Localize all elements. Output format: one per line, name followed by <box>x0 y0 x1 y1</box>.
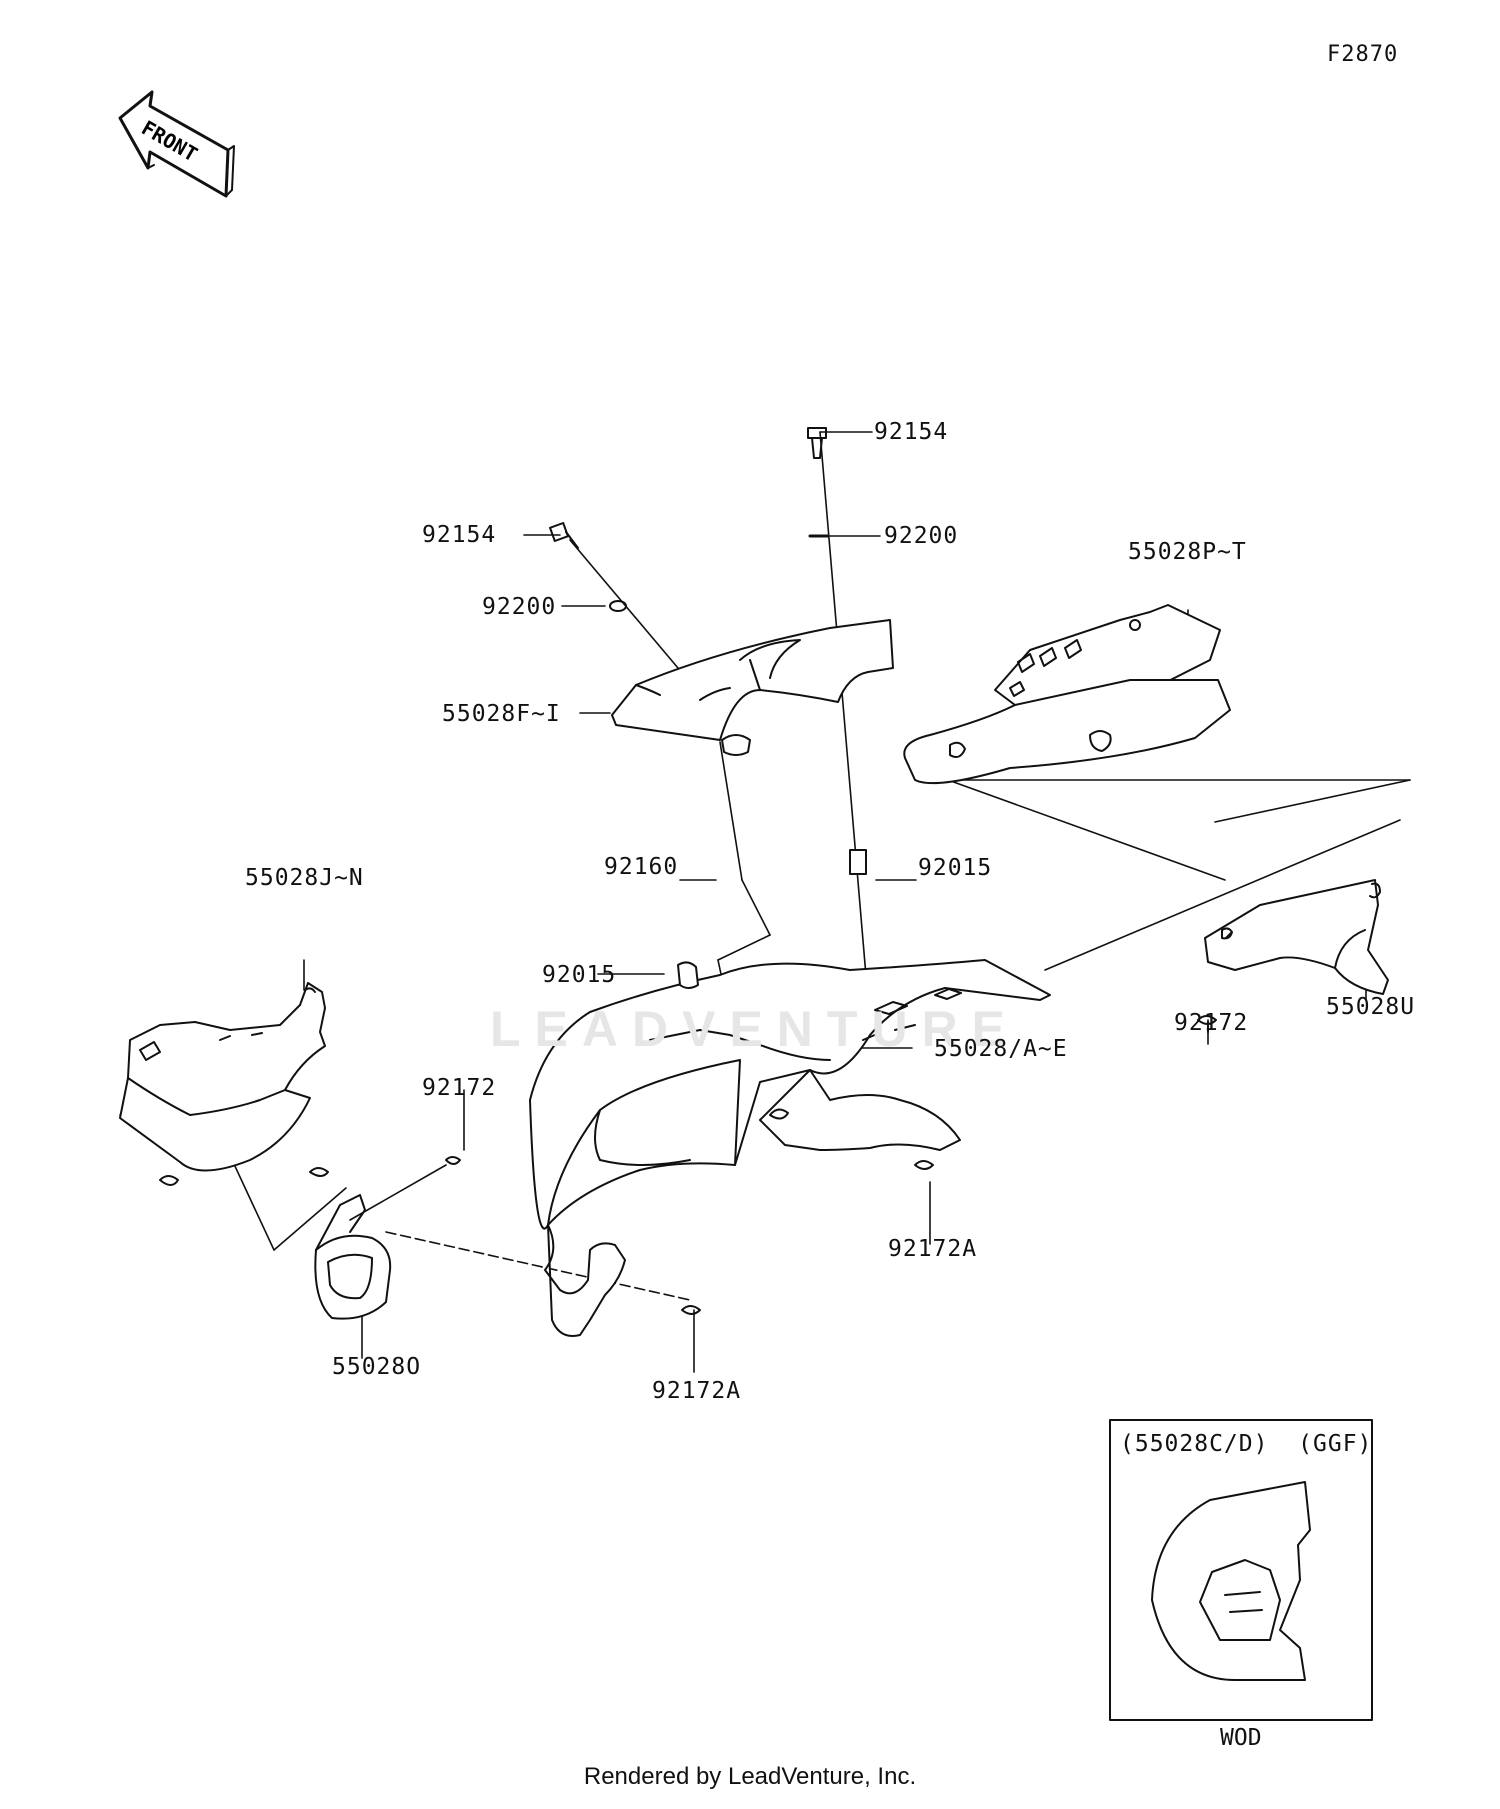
bracket-left-shape <box>309 1167 392 1320</box>
part-label-55028o[interactable]: 55028O <box>332 1354 422 1380</box>
side-cover-right-shape <box>903 604 1231 785</box>
figure-id: F2870 <box>1327 42 1399 67</box>
side-cover-left-shape <box>119 982 326 1186</box>
part-label-55028p-t[interactable]: 55028P~T <box>1128 539 1247 565</box>
inset-caption: WOD <box>1220 1725 1262 1751</box>
part-label-92154-top[interactable]: 92154 <box>874 419 949 445</box>
part-label-92015-center[interactable]: 92015 <box>918 855 993 881</box>
part-label-55028u[interactable]: 55028U <box>1326 994 1416 1020</box>
part-label-92172a-center[interactable]: 92172A <box>888 1236 978 1262</box>
part-label-92172a-bottom[interactable]: 92172A <box>652 1378 742 1404</box>
part-label-92015-left[interactable]: 92015 <box>542 962 617 988</box>
part-label-92172-left[interactable]: 92172 <box>422 1075 497 1101</box>
part-label-55028j-n[interactable]: 55028J~N <box>245 865 364 891</box>
part-label-55028f-i[interactable]: 55028F~I <box>442 701 561 727</box>
part-label-92200-top[interactable]: 92200 <box>884 523 959 549</box>
main-cowl-shape <box>529 959 1051 1337</box>
part-label-92154-left[interactable]: 92154 <box>422 522 497 548</box>
leader-lines <box>119 431 1411 1373</box>
part-label-92160[interactable]: 92160 <box>604 854 679 880</box>
part-label-92200-left[interactable]: 92200 <box>482 594 557 620</box>
footer-credit: Rendered by LeadVenture, Inc. <box>583 1763 917 1790</box>
hardware-icons <box>445 427 934 1315</box>
bracket-right-shape <box>1197 879 1389 1033</box>
upper-cowl-shape <box>611 619 894 741</box>
front-arrow-icon <box>118 90 235 198</box>
inset-title: (55028C/D) (GGF) <box>1120 1431 1373 1457</box>
part-label-92172-right[interactable]: 92172 <box>1174 1010 1249 1036</box>
part-label-55028-a-e[interactable]: 55028/A~E <box>934 1036 1068 1062</box>
inset-box <box>1109 1419 1373 1721</box>
watermark-text: LEADVENTURE <box>490 1001 1020 1057</box>
